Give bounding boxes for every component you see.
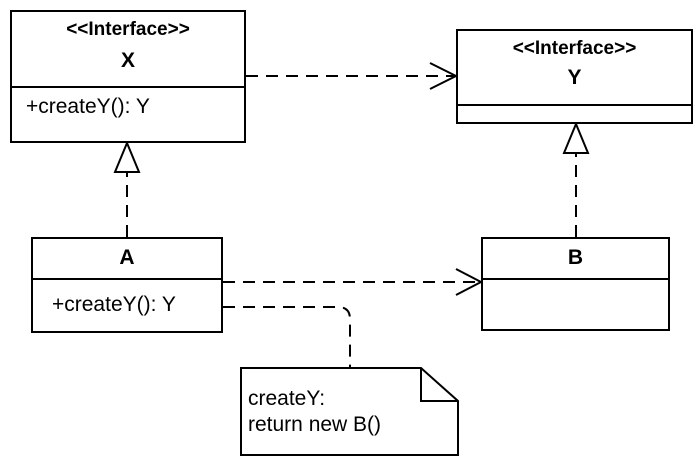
interface-x: <<Interface>> X +createY(): Y (10, 10, 246, 143)
class-a-name: A (119, 246, 135, 269)
class-b-operations (483, 280, 668, 329)
interface-y-header: <<Interface>> Y (458, 31, 691, 106)
note-anchor-line (223, 306, 351, 368)
class-a-operation: +createY(): Y (52, 293, 176, 316)
note-text: createY: return new B() (248, 386, 381, 438)
interface-x-operation: +createY(): Y (26, 95, 150, 118)
interface-x-header: <<Interface>> X (12, 12, 244, 88)
interface-x-stereotype: <<Interface>> (66, 19, 190, 40)
note-fold (420, 368, 458, 402)
interface-y-operations (458, 106, 691, 122)
interface-x-operations: +createY(): Y (12, 88, 244, 141)
note-shape (240, 367, 459, 456)
note-line-2: return new B() (248, 413, 382, 436)
interface-y-stereotype: <<Interface>> (512, 38, 637, 59)
class-a-operations: +createY(): Y (33, 280, 221, 331)
realization-a-to-x-triangle (113, 140, 141, 173)
class-b-name: B (567, 246, 584, 269)
interface-y: <<Interface>> Y (456, 29, 693, 124)
note-line-1: createY: (248, 387, 326, 410)
interface-x-name: X (120, 49, 135, 72)
class-a: A +createY(): Y (31, 237, 223, 333)
interface-y-name: Y (567, 66, 582, 89)
class-b: B (481, 237, 670, 331)
realization-b-to-y-triangle (562, 121, 590, 154)
class-a-header: A (33, 239, 221, 280)
class-b-header: B (483, 239, 668, 280)
